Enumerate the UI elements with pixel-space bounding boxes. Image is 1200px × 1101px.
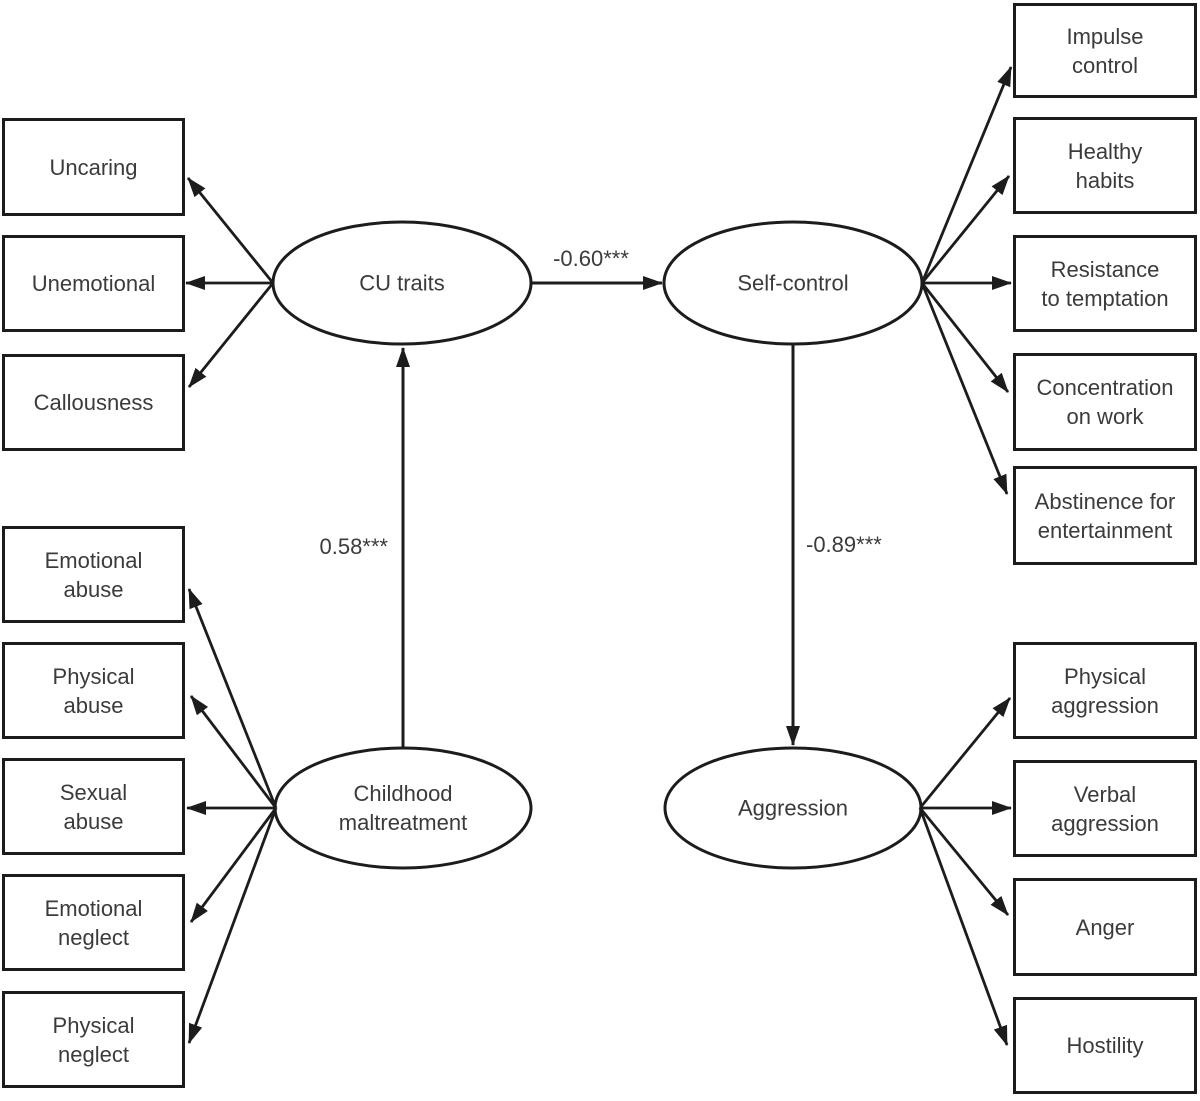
loading-arrow-cm-physical-neglect: [187, 807, 278, 1044]
indicator-box-physical-aggression: Physical aggression: [1013, 642, 1197, 739]
indicator-label-emotional-abuse: Emotional abuse: [44, 547, 143, 602]
indicator-box-sexual-abuse: Sexual abuse: [2, 758, 185, 855]
indicator-label-healthy-habits: Healthy habits: [1067, 138, 1143, 193]
indicator-box-uncaring: Uncaring: [2, 118, 185, 216]
loading-arrow-sc-abstinence: [920, 282, 1009, 495]
indicator-box-physical-neglect: Physical neglect: [2, 991, 185, 1088]
indicator-label-impulse-control: Impulse control: [1066, 23, 1144, 78]
indicator-box-abstinence-for-entertainment: Abstinence for entertainment: [1013, 466, 1197, 565]
indicator-box-unemotional: Unemotional: [2, 235, 185, 332]
loading-arrow-ag-anger: [918, 807, 1010, 916]
loading-arrow-sc-concentration: [920, 282, 1010, 393]
latent-label-self-control: Self-control: [737, 270, 849, 296]
latent-label-aggression: Aggression: [737, 795, 849, 821]
loading-arrow-ag-hostility: [918, 807, 1009, 1046]
indicator-box-anger: Anger: [1013, 878, 1197, 976]
latent-label-childhood-maltreatment: Childhood maltreatment: [338, 781, 468, 835]
indicator-label-unemotional: Unemotional: [31, 271, 156, 296]
indicator-label-anger: Anger: [1075, 914, 1135, 940]
loading-arrow-ag-physical-aggression: [918, 697, 1012, 809]
loading-arrow-cu-callousness: [187, 282, 275, 388]
indicator-box-emotional-abuse: Emotional abuse: [2, 526, 185, 623]
indicator-label-physical-abuse: Physical abuse: [52, 663, 135, 718]
loading-arrow-cu-uncaring: [186, 177, 275, 284]
indicator-label-sexual-abuse: Sexual abuse: [59, 779, 128, 834]
loading-arrow-cm-emotional-abuse: [187, 588, 278, 809]
path-coefficient-self-control-to-aggression: -0.89***: [806, 532, 882, 557]
indicator-box-callousness: Callousness: [2, 354, 185, 451]
indicator-label-callousness: Callousness: [33, 390, 154, 415]
indicator-label-resistance-to-temptation: Resistance to temptation: [1041, 256, 1169, 311]
loading-arrow-sc-impulse-control: [920, 66, 1013, 284]
indicator-label-uncaring: Uncaring: [49, 154, 138, 180]
indicator-box-healthy-habits: Healthy habits: [1013, 117, 1197, 214]
indicator-box-concentration-on-work: Concentration on work: [1013, 353, 1197, 451]
loading-arrow-cm-physical-abuse: [189, 695, 278, 809]
indicator-box-resistance-to-temptation: Resistance to temptation: [1013, 235, 1197, 332]
indicator-box-physical-abuse: Physical abuse: [2, 642, 185, 739]
indicator-box-hostility: Hostility: [1013, 997, 1197, 1094]
indicator-label-emotional-neglect: Emotional neglect: [44, 895, 143, 950]
latent-label-cu-traits: CU traits: [359, 270, 445, 296]
indicator-label-abstinence-for-entertainment: Abstinence for entertainment: [1034, 488, 1176, 543]
indicator-box-emotional-neglect: Emotional neglect: [2, 874, 185, 971]
indicator-label-verbal-aggression: Verbal aggression: [1051, 781, 1159, 836]
indicator-label-physical-neglect: Physical neglect: [52, 1012, 135, 1067]
indicator-box-verbal-aggression: Verbal aggression: [1013, 760, 1197, 857]
indicator-box-impulse-control: Impulse control: [1013, 3, 1197, 98]
indicator-label-physical-aggression: Physical aggression: [1051, 663, 1159, 718]
indicator-label-hostility: Hostility: [1066, 1033, 1144, 1058]
path-coefficient-maltreatment-to-cu: 0.58***: [319, 534, 388, 559]
path-coefficient-cu-to-self-control: -0.60***: [553, 246, 629, 271]
indicator-label-concentration-on-work: Concentration on work: [1036, 375, 1174, 429]
loading-arrow-sc-healthy-habits: [920, 175, 1011, 284]
loading-arrow-cm-emotional-neglect: [189, 807, 278, 923]
